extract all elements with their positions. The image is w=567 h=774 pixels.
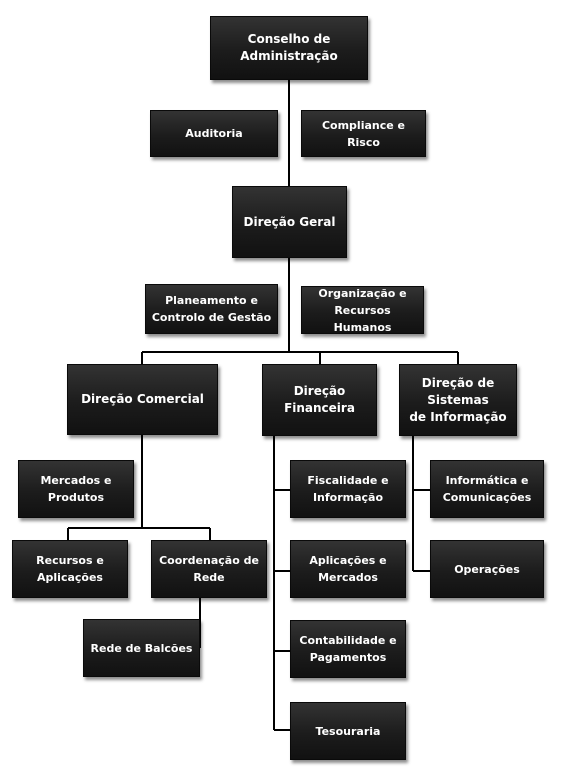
node-organizacao-rh: Organização e Recursos Humanos — [301, 286, 424, 334]
node-aplicacoes-mercados: Aplicações e Mercados — [290, 540, 406, 598]
node-tesouraria: Tesouraria — [290, 702, 406, 760]
node-mercados-produtos: Mercados e Produtos — [18, 460, 134, 518]
node-fiscalidade-informacao: Fiscalidade e Informação — [290, 460, 406, 518]
node-informatica-comunicacoes: Informática e Comunicações — [430, 460, 544, 518]
node-planeamento-controlo: Planeamento e Controlo de Gestão — [145, 284, 278, 334]
node-conselho-administracao: Conselho de Administração — [210, 16, 368, 80]
node-operacoes: Operações — [430, 540, 544, 598]
node-compliance-risco: Compliance e Risco — [301, 110, 426, 157]
node-direcao-sistemas: Direção de Sistemas de Informação — [399, 364, 517, 436]
node-auditoria: Auditoria — [150, 110, 278, 157]
node-direcao-geral: Direção Geral — [232, 186, 347, 258]
node-direcao-comercial: Direção Comercial — [67, 364, 218, 435]
node-contabilidade-pagamentos: Contabilidade e Pagamentos — [290, 620, 406, 678]
node-coordenacao-rede: Coordenação de Rede — [151, 540, 267, 598]
node-rede-balcoes: Rede de Balcões — [83, 619, 200, 677]
node-direcao-financeira: Direção Financeira — [262, 364, 377, 436]
node-recursos-aplicacoes: Recursos e Aplicações — [12, 540, 128, 598]
